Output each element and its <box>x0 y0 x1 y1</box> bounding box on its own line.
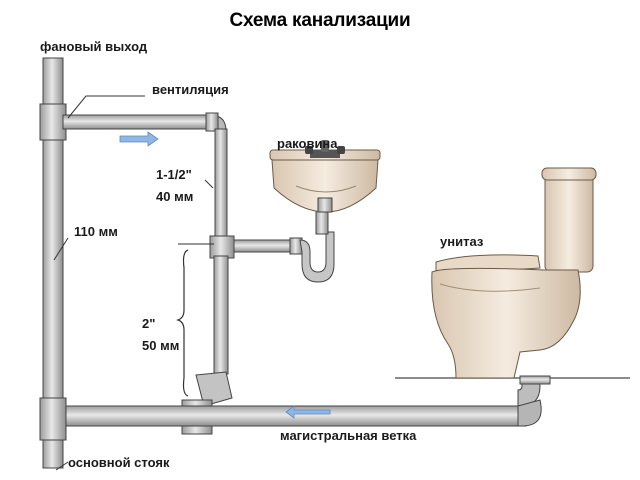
dimension-bracket <box>176 249 189 397</box>
page-title: Схема канализации <box>229 10 411 31</box>
size-inch-mid-label: 2" <box>142 316 156 331</box>
flow-arrow-right-icon <box>119 131 159 147</box>
size-inch-small-label: 1-1/2" <box>156 167 192 182</box>
size-mm-mid-label: 50 мм <box>142 338 180 353</box>
toilet-icon <box>431 167 597 379</box>
sink-icon <box>269 140 381 213</box>
toilet-label: унитаз <box>440 234 484 249</box>
main-riser-label: основной стояк <box>68 455 170 470</box>
size-mm-small-label: 40 мм <box>156 189 194 204</box>
main-branch-label: магистральная ветка <box>280 428 417 443</box>
main-riser-pipe <box>39 57 67 469</box>
ventilation-pipe <box>62 112 228 238</box>
leader-lines <box>53 95 214 471</box>
sink-drain-pipe <box>209 207 335 283</box>
main-branch-pipe <box>65 375 551 427</box>
size-main-label: 110 мм <box>74 224 118 239</box>
sink-label: раковина <box>277 136 338 151</box>
ventilation-label: вентиляция <box>152 82 229 97</box>
vent-outlet-label: фановый выход <box>40 39 148 54</box>
flow-arrow-left-icon <box>285 405 331 419</box>
